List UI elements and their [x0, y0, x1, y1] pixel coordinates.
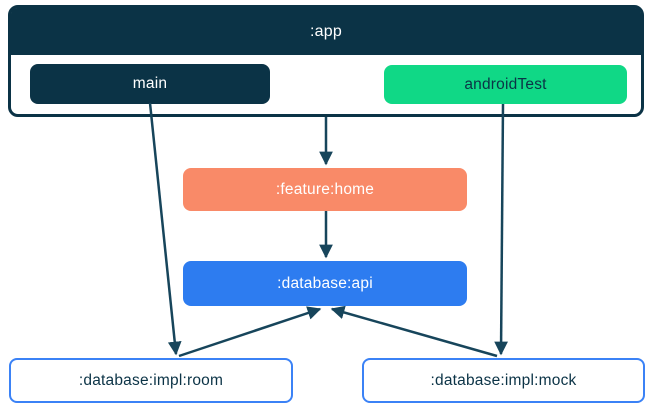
edge-database-impl-mock-to-database-api [330, 305, 498, 358]
node-androidtest: androidTest [384, 65, 627, 104]
edge-androidtest-to-database-impl-mock [494, 103, 508, 356]
node-app-label: :app [310, 22, 342, 40]
edge-main-to-database-impl-room [148, 102, 182, 356]
node-database-api: :database:api [183, 261, 467, 306]
node-database-impl-mock: :database:impl:mock [362, 358, 645, 403]
node-main: main [30, 64, 270, 104]
node-feature-home: :feature:home [183, 168, 467, 211]
node-app-header: :app [11, 8, 641, 55]
edge-database-impl-room-to-database-api [178, 306, 322, 358]
node-database-impl-room: :database:impl:room [9, 358, 293, 403]
